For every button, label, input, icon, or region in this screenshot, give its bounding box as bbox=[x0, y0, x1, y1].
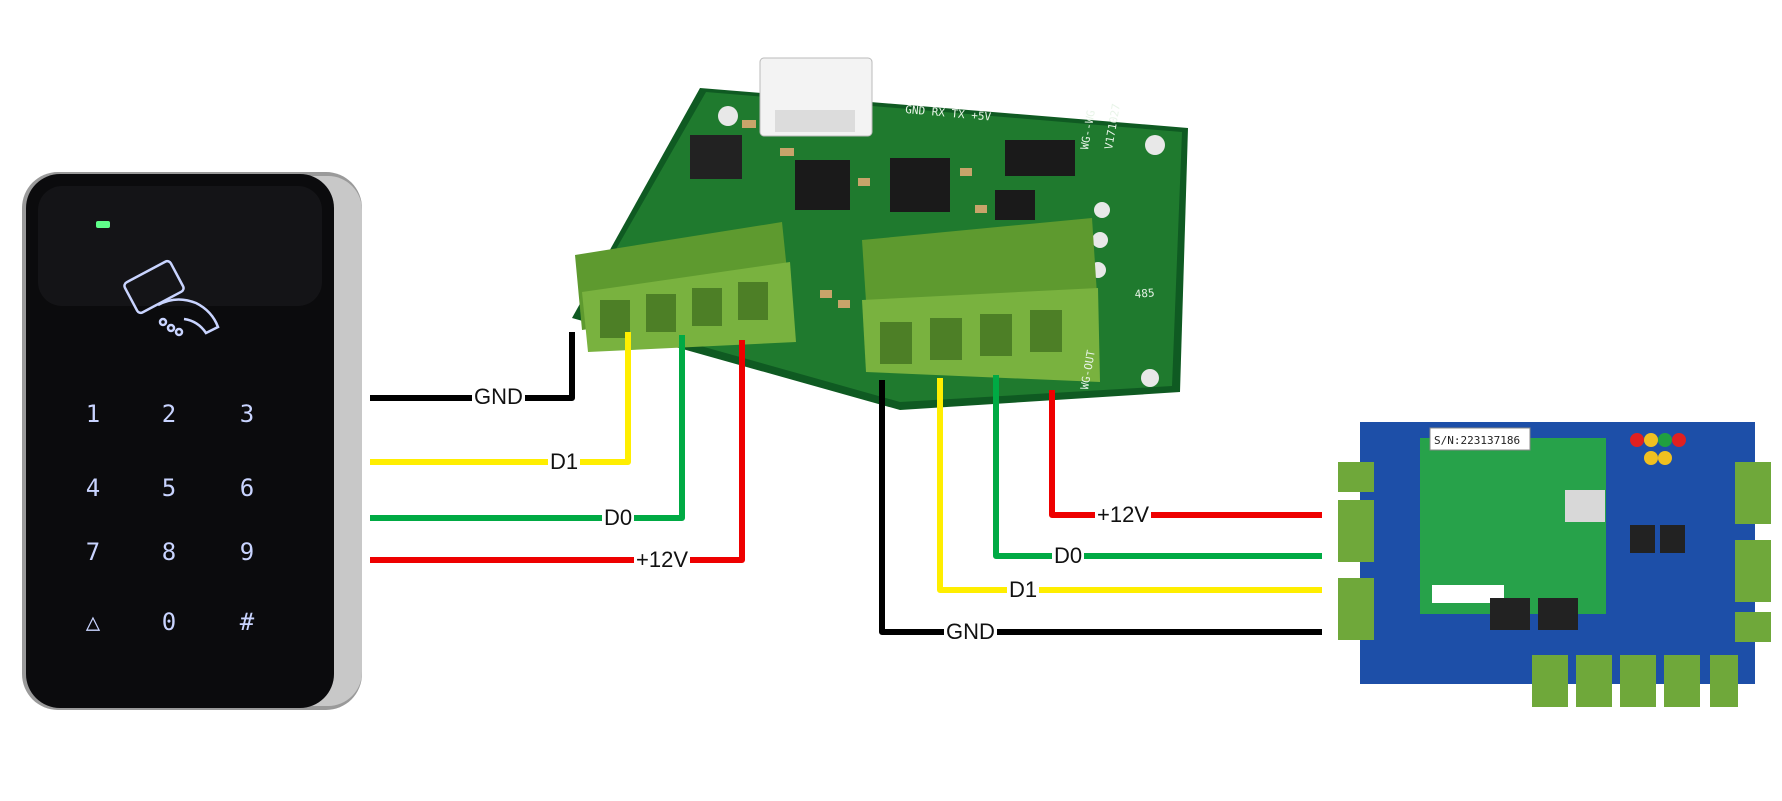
key-6: 6 bbox=[240, 474, 254, 502]
wire-left-gnd bbox=[370, 332, 575, 401]
ic-chip-2 bbox=[890, 158, 950, 212]
input-wires bbox=[370, 332, 745, 563]
reader-face bbox=[26, 174, 334, 708]
input-terminal-block bbox=[575, 222, 796, 352]
controller-board: S/N:223137186 bbox=[1338, 422, 1771, 707]
key-hash: # bbox=[240, 608, 255, 636]
status-leds bbox=[1630, 433, 1686, 465]
label-left-d0: D0 bbox=[602, 505, 635, 530]
rs485-label: 485 bbox=[1134, 286, 1155, 301]
controller-green-module bbox=[1420, 438, 1606, 614]
ic-chip-1 bbox=[795, 160, 850, 210]
controller-terminals bbox=[1338, 462, 1771, 707]
key-2: 2 bbox=[162, 400, 176, 428]
wire-left-d1 bbox=[370, 332, 631, 465]
regulator-chip bbox=[690, 135, 742, 179]
wire-left-d0 bbox=[370, 335, 685, 521]
label-left-gnd: GND bbox=[472, 384, 525, 409]
key-0: 0 bbox=[162, 608, 176, 636]
key-bell: △ bbox=[86, 608, 101, 636]
output-wires bbox=[879, 375, 1322, 635]
label-right-12v: +12V bbox=[1095, 502, 1151, 527]
converter-board: WG--WG V171027 GND RX TX +5V 485 WG-OUT bbox=[572, 57, 1188, 410]
wire-right-d1 bbox=[937, 378, 1322, 593]
wire-right-gnd bbox=[879, 380, 1322, 635]
wire-right-12v bbox=[1049, 390, 1322, 518]
serial-number: S/N:223137186 bbox=[1434, 434, 1520, 447]
keypad-reader: 1 2 3 4 5 6 7 8 9 △ 0 # bbox=[22, 172, 362, 710]
output-terminal-block: WG-OUT bbox=[862, 218, 1100, 391]
label-right-gnd: GND bbox=[944, 619, 997, 644]
label-right-d0: D0 bbox=[1052, 543, 1085, 568]
key-3: 3 bbox=[240, 400, 254, 428]
status-led bbox=[96, 221, 110, 228]
ic-chip-3 bbox=[1005, 140, 1075, 176]
wire-left-12v bbox=[370, 340, 745, 563]
key-9: 9 bbox=[240, 538, 254, 566]
serial-sticker bbox=[1429, 427, 1531, 451]
key-5: 5 bbox=[162, 474, 176, 502]
key-8: 8 bbox=[162, 538, 176, 566]
card-reader-icon bbox=[123, 259, 220, 337]
key-1: 1 bbox=[86, 400, 100, 428]
key-4: 4 bbox=[86, 474, 100, 502]
key-7: 7 bbox=[86, 538, 100, 566]
label-right-d1: D1 bbox=[1007, 577, 1040, 602]
wire-right-d0 bbox=[993, 375, 1322, 559]
label-left-12v: +12V bbox=[634, 547, 690, 572]
label-left-d1: D1 bbox=[548, 449, 581, 474]
